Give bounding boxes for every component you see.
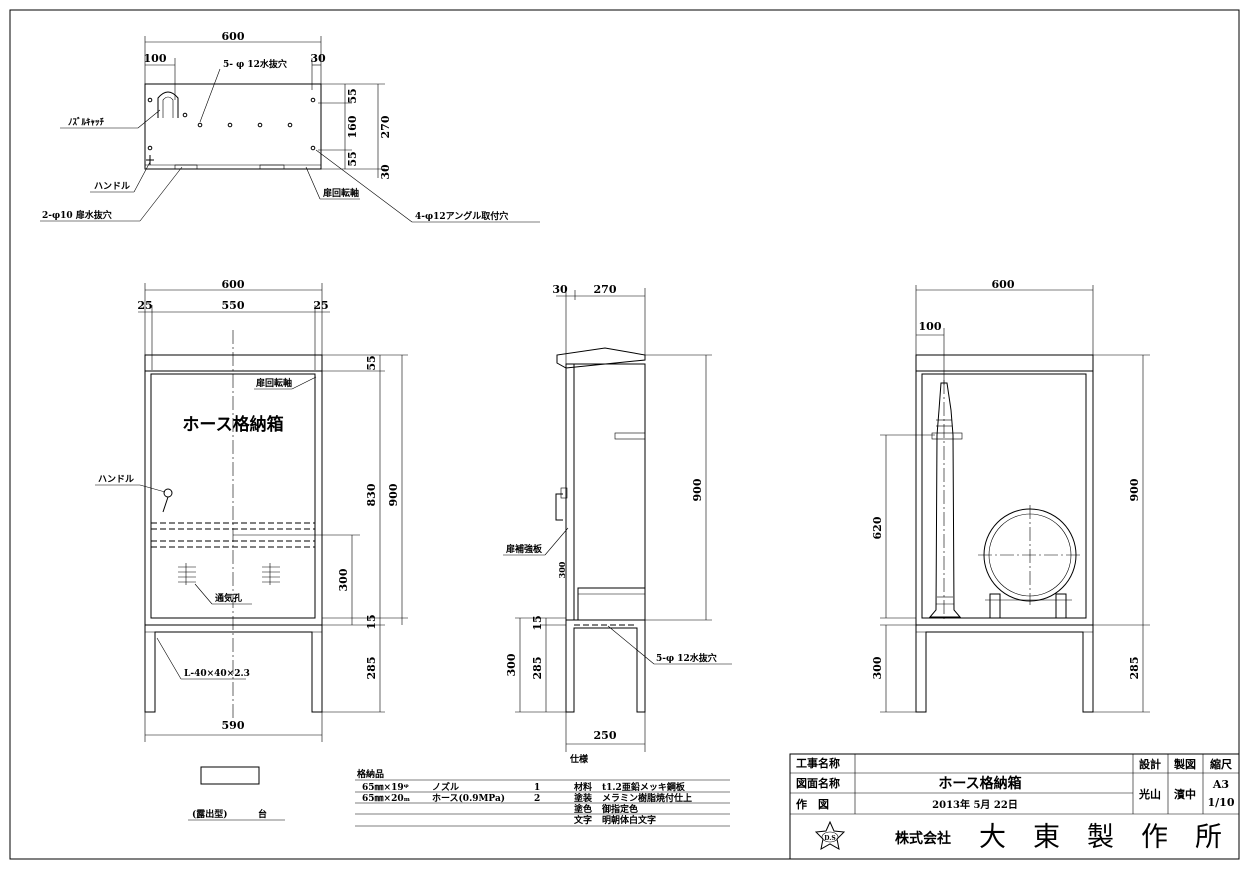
item-1-name: ノズル [432,781,459,793]
front-lbl-hinge: 扉回転軸 [255,377,292,389]
tb-project-label: 工事名称 [796,756,840,770]
side-lbl-drain: 5-φ 12水抜穴 [656,652,717,664]
tb-drawing-label: 図面名称 [796,776,840,790]
tb-scale: 1/10 [1208,796,1235,809]
front-dim-900: 900 [387,483,400,506]
spec-2-value: メラミン樹脂焼付仕上 [602,792,692,804]
tb-date: 2013年 5月 22日 [932,798,1018,811]
top-dim-270: 270 [379,115,392,138]
tb-drawing-name: ホース格納箱 [938,775,1021,792]
front-lbl-title: ホース格納箱 [182,414,283,435]
top-lbl-angle-hole: 4-φ12アングル取付穴 [415,210,508,222]
tb-designer: 光山 [1138,787,1161,801]
front-lbl-vent: 通気孔 [215,592,242,604]
inner-dim-900: 900 [1128,478,1141,501]
contents-table: 格納品 仕様 65㎜×19ᵠ ノズル 1 65㎜×20ₘ ホース(0.9MPa)… [355,753,730,827]
inner-dim-285: 285 [1128,657,1141,680]
legend: (露出型) 台 [188,766,285,821]
contents-header-right: 仕様 [569,753,589,765]
contents-header-left: 格納品 [357,768,384,780]
top-dim-55b: 55 [346,151,359,166]
side-lbl-inner: 300 [557,561,567,578]
top-dim-160: 160 [346,115,359,138]
legend-label: (露出型) [192,808,228,820]
item-1-qty: 1 [534,783,540,793]
top-dim-30: 30 [379,164,392,180]
side-dim-15: 15 [531,615,544,630]
top-view: 600 100 30 55 160 55 270 30 [40,30,540,223]
front-dim-550: 550 [222,299,245,312]
spec-1-value: t1.2亜鉛メッキ鋼板 [602,781,686,793]
top-dim-nozzle-offset: 100 [144,52,167,65]
top-lbl-nozzle-catch: ﾉｽﾞﾙｷｬｯﾁ [68,116,105,128]
inner-dim-600: 600 [992,278,1015,291]
top-dim-55a: 55 [346,88,359,103]
title-block: 工事名称 図面名称 作 図 ホース格納箱 2013年 5月 22日 設計 製図 … [789,753,1240,860]
side-dim-30: 30 [552,283,568,296]
side-dim-300: 300 [505,653,518,676]
spec-2-key: 塗装 [574,792,593,804]
top-lbl-door-drain: 2-φ10 扉水抜穴 [42,209,112,221]
inner-dim-620: 620 [871,516,884,539]
company-logo-text: D.S [824,835,835,842]
inner-dim-300: 300 [871,656,884,679]
front-dim-25a: 25 [137,299,152,312]
front-dim-285: 285 [365,657,378,680]
inner-dim-100: 100 [919,320,942,333]
inner-view: 600 100 620 300 [871,278,1150,713]
item-2-name: ホース(0.9MPa) [432,793,505,804]
side-dim-250: 250 [594,729,617,742]
top-lbl-hinge: 扉回転軸 [322,187,359,199]
tb-company-prefix: 株式会社 [895,830,951,847]
tb-paper: A3 [1212,778,1229,791]
front-dim-830: 830 [365,483,378,506]
side-view: 30 270 扉補強板 300 5-φ 12水抜穴 900 15 300 2 [503,283,732,752]
tb-drawn-label: 作 図 [796,797,829,811]
front-lbl-angle: L-40×40×2.3 [184,669,250,679]
company-logo-star [814,820,846,850]
top-lbl-drain: 5- φ 12水抜穴 [223,58,287,70]
item-1-size: 65㎜×19ᵠ [362,783,409,793]
front-lbl-handle: ハンドル [98,474,134,485]
side-dim-900: 900 [691,478,704,501]
spec-3-key: 塗色 [574,803,592,815]
top-lbl-handle: ハンドル [94,181,130,192]
spec-3-value: 御指定色 [601,803,638,815]
front-dim-25b: 25 [313,299,328,312]
side-dim-285: 285 [531,657,544,680]
front-dim-590: 590 [222,719,245,732]
front-dim-600: 600 [222,278,245,291]
tb-draft-label: 製図 [1173,757,1196,771]
top-dim-width: 600 [222,30,245,43]
front-dim-55: 55 [365,355,378,370]
spec-1-key: 材料 [573,781,592,793]
top-dim-edge: 30 [310,52,326,65]
sheet-border [9,9,1240,860]
spec-4-value: 明朝体白文字 [602,814,656,826]
tb-company-name: 大 東 製 作 所 [979,822,1222,853]
spec-4-key: 文字 [573,814,592,826]
tb-scale-label: 縮尺 [1210,757,1232,771]
side-dim-270: 270 [594,283,617,296]
side-lbl-reinforce: 扉補強板 [505,543,543,555]
item-2-size: 65㎜×20ₘ [362,794,411,804]
front-dim-300: 300 [337,568,350,591]
legend-unit: 台 [258,808,267,820]
tb-drafter: 濱中 [1174,787,1196,801]
tb-design-label: 設計 [1139,757,1161,771]
item-2-qty: 2 [534,794,540,804]
front-dim-15: 15 [365,614,378,629]
front-view: 600 25 550 25 ホース格納箱 扉回 [95,278,408,742]
